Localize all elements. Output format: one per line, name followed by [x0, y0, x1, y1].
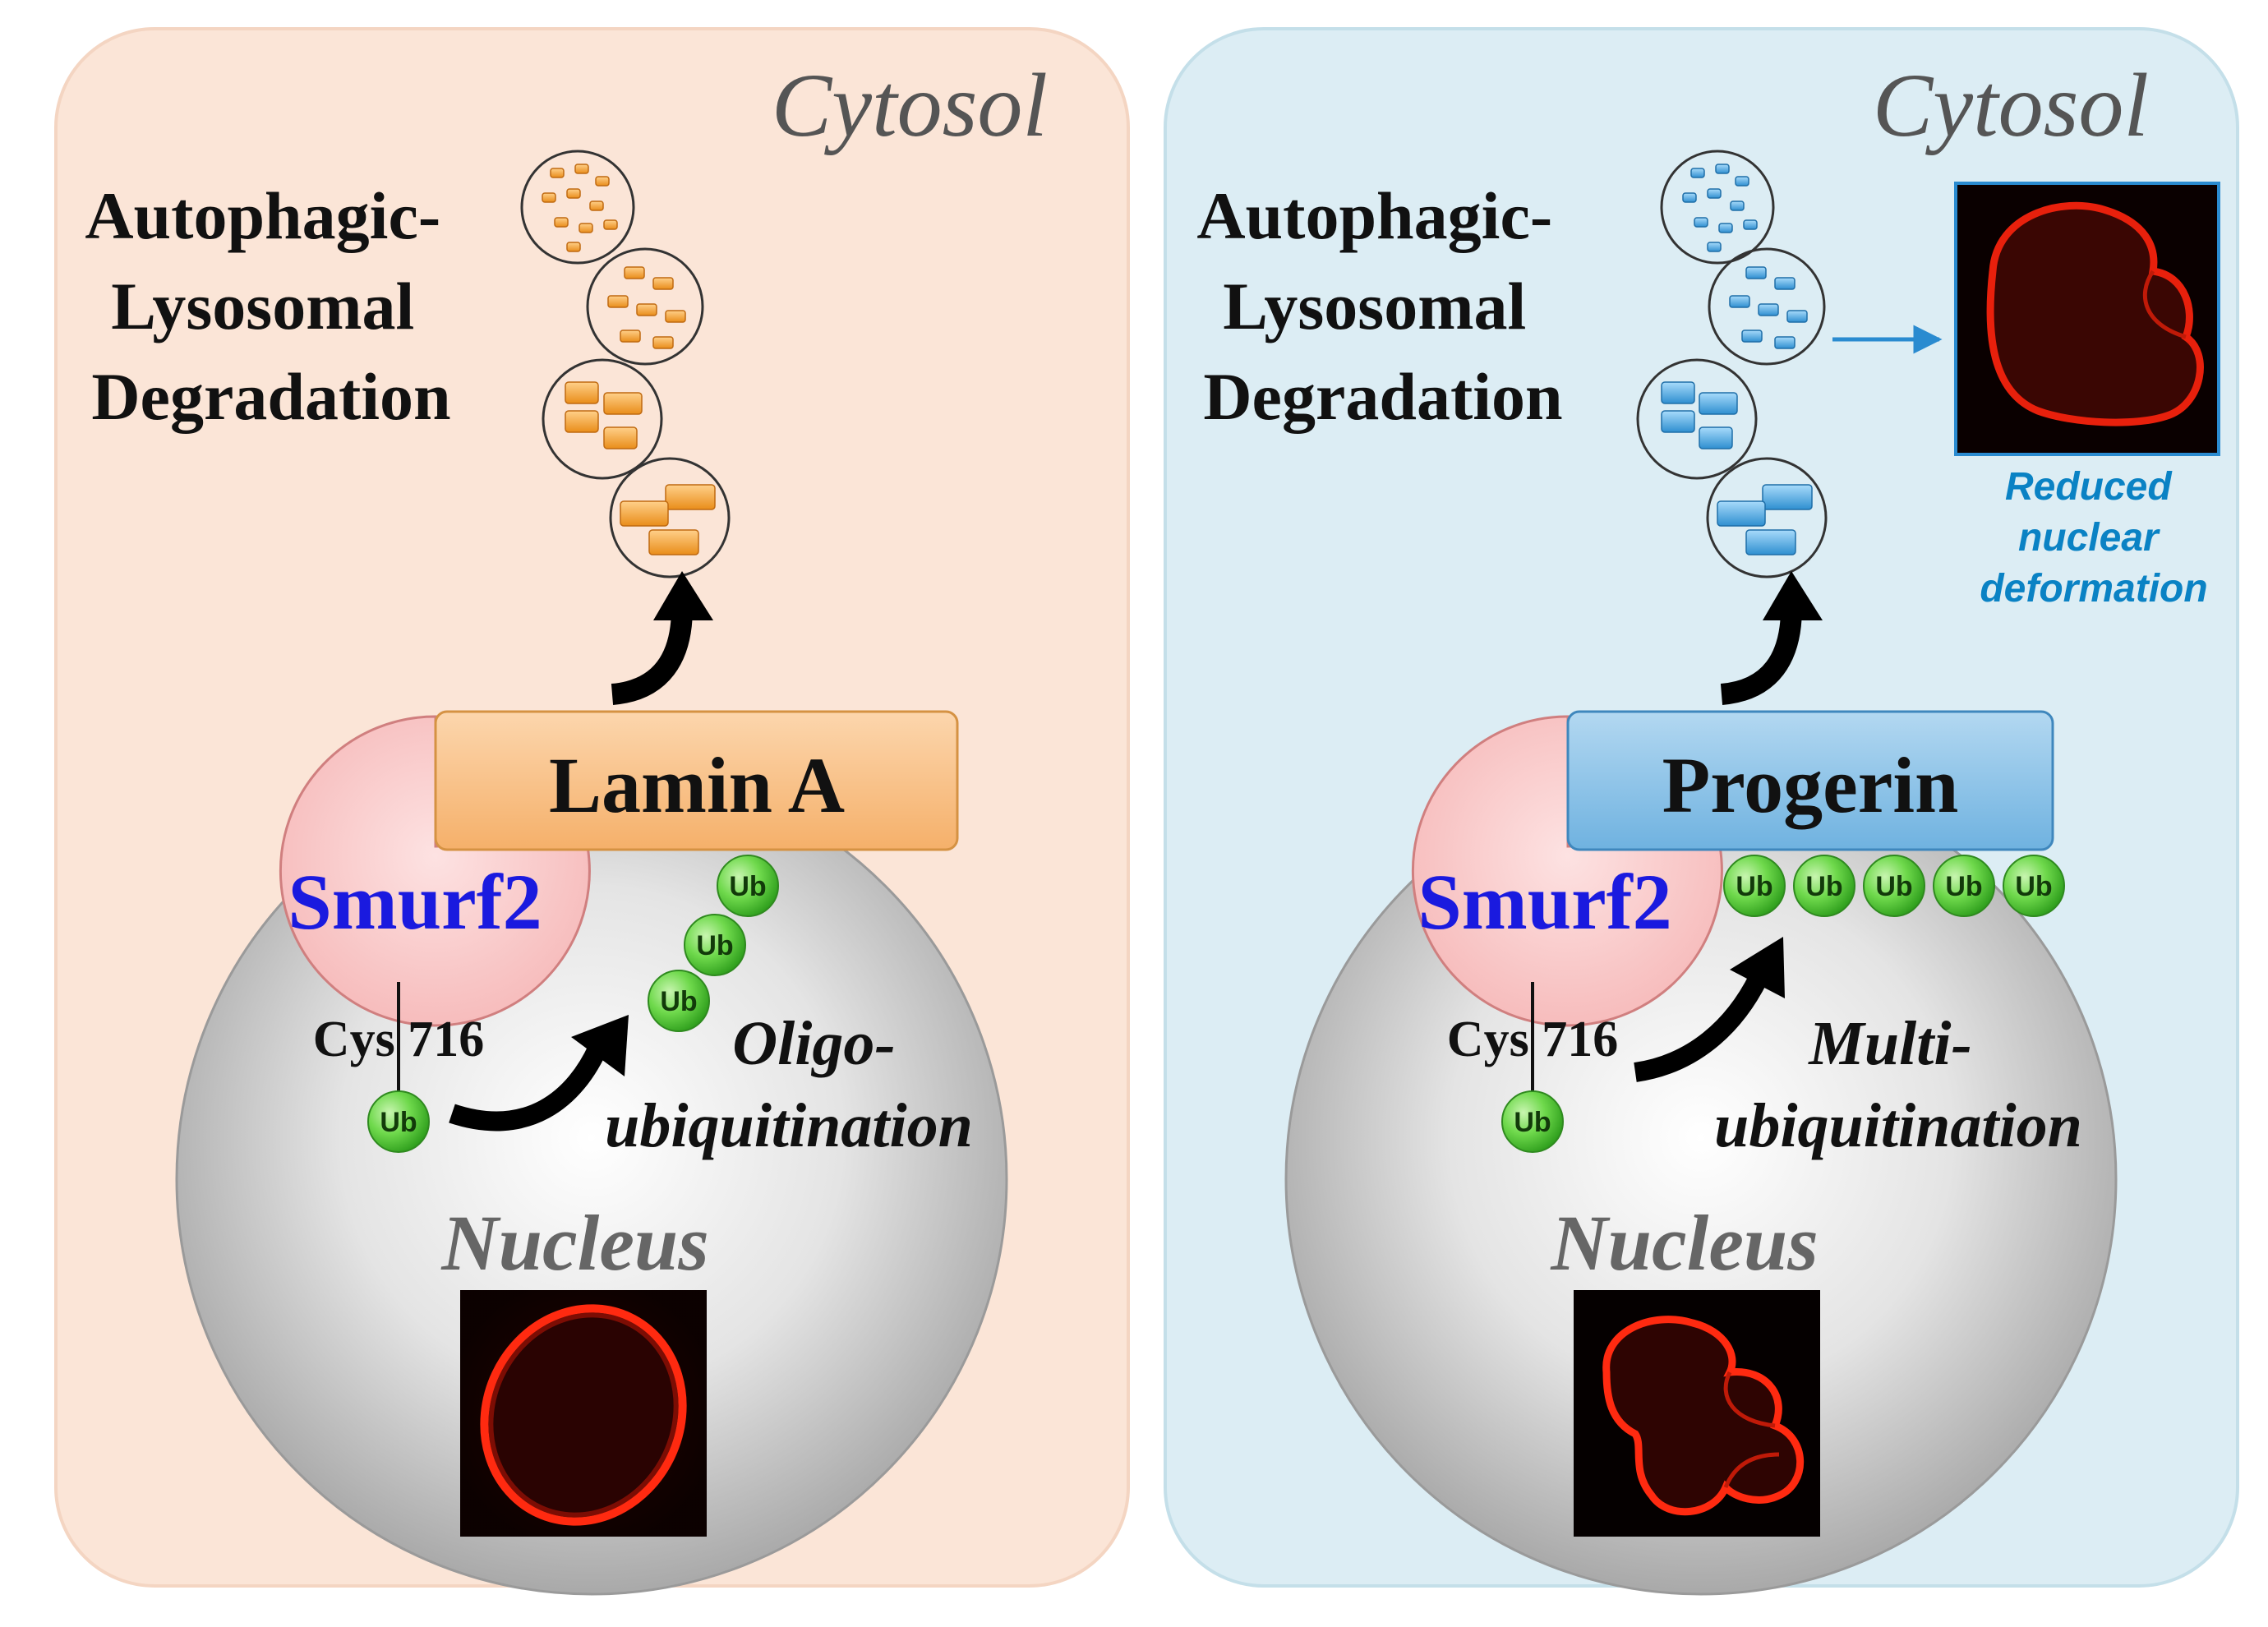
left-vesicle-1: [520, 150, 635, 265]
svg-text:Ub: Ub: [1736, 871, 1772, 902]
left-residue-label: Cys 716: [313, 1012, 484, 1067]
left-degradation-label: Autophagic- Lysosomal Degradation: [85, 178, 457, 434]
svg-text:Ub: Ub: [660, 986, 697, 1017]
right-enzyme-label: Smurf2: [1418, 858, 1671, 946]
right-residue-label: Cys 716: [1447, 1012, 1618, 1067]
right-degradation-line-2: Lysosomal: [1223, 269, 1526, 343]
left-degradation-line-1: Autophagic-: [85, 178, 440, 253]
right-process-line-1: Multi-: [1808, 1009, 1972, 1078]
right-ub-2: Ub: [1793, 855, 1855, 917]
right-vesicle-4: [1706, 457, 1828, 578]
left-protein-box: [434, 710, 959, 851]
left-degradation-line-2: Lysosomal: [111, 269, 414, 343]
svg-text:Ub: Ub: [1514, 1107, 1551, 1138]
left-enzyme-label: Smurf2: [288, 858, 542, 946]
left-vesicle-3: [542, 358, 663, 480]
right-nucleus-micrograph: [1574, 1290, 1820, 1537]
right-cytosol-micrograph: [1954, 182, 2220, 456]
svg-text:Ub: Ub: [1875, 871, 1912, 902]
right-caption-line-1: Reduced: [2005, 465, 2173, 509]
left-cytosol-label: Cytosol: [772, 55, 1048, 155]
right-ub-4: Ub: [1933, 855, 1995, 917]
left-transfer-arrow: [449, 1015, 629, 1132]
left-smurf2-shape: [279, 715, 591, 1027]
right-smurf2-shape: [1411, 715, 1723, 1027]
right-cys-ub: Ub: [1501, 1090, 1564, 1153]
left-process-label: Oligo- ubiquitination: [605, 1009, 973, 1160]
right-transfer-arrow: [1634, 937, 1785, 1082]
right-nucleus-label: Nucleus: [1550, 1199, 1818, 1287]
left-ub-1: Ub: [717, 855, 779, 917]
svg-text:Ub: Ub: [696, 930, 733, 961]
right-vesicle-1: [1660, 150, 1775, 265]
right-vesicle-2: [1708, 247, 1826, 366]
left-ub-chain: Ub Ub Ub: [648, 855, 779, 1032]
left-nucleus-label: Nucleus: [440, 1199, 708, 1287]
left-cys-ub: Ub: [367, 1090, 430, 1153]
left-panel: Cytosol Autophagic- Lysosomal Degradatio…: [54, 27, 1130, 1596]
right-cytosol-label: Cytosol: [1873, 55, 2149, 155]
left-nucleus-micrograph: [460, 1290, 707, 1537]
right-degradation-line-1: Autophagic-: [1196, 178, 1552, 253]
svg-text:Ub: Ub: [1945, 871, 1982, 902]
right-ub-1: Ub: [1723, 855, 1786, 917]
right-protein-label: Progerin: [1662, 741, 1959, 829]
right-process-label: Multi- ubiquitination: [1714, 1009, 2082, 1160]
right-degradation-arrow: [1720, 571, 1823, 705]
right-ub-3: Ub: [1863, 855, 1925, 917]
right-protein-box: [1566, 710, 2054, 851]
right-vesicle-3: [1636, 358, 1758, 480]
left-ub-3: Ub: [648, 970, 710, 1032]
right-degradation-line-3: Degradation: [1203, 359, 1562, 434]
right-panel: Cytosol Autophagic- Lysosomal Degradatio…: [1164, 27, 2239, 1596]
right-process-line-2: ubiquitination: [1714, 1091, 2082, 1160]
right-caption-line-3: deformation: [1980, 567, 2207, 611]
svg-text:Ub: Ub: [380, 1107, 417, 1138]
left-vesicle-2: [586, 247, 704, 366]
right-ub-chain: Ub Ub Ub Ub Ub: [1723, 855, 2065, 917]
svg-text:Ub: Ub: [2015, 871, 2052, 902]
left-vesicle-4: [609, 457, 731, 578]
left-ub-2: Ub: [684, 914, 746, 976]
right-caption: Reduced nuclear deformation: [1980, 465, 2207, 611]
right-degradation-label: Autophagic- Lysosomal Degradation: [1196, 178, 1569, 434]
right-caption-line-2: nuclear: [2018, 516, 2160, 560]
left-degradation-arrow: [611, 571, 713, 705]
right-ub-5: Ub: [2003, 855, 2065, 917]
svg-text:Ub: Ub: [729, 871, 766, 902]
svg-text:Ub: Ub: [1805, 871, 1842, 902]
left-degradation-line-3: Degradation: [91, 359, 450, 434]
left-protein-label: Lamin A: [549, 741, 845, 829]
left-process-line-2: ubiquitination: [605, 1091, 973, 1160]
left-process-line-1: Oligo-: [732, 1009, 895, 1078]
